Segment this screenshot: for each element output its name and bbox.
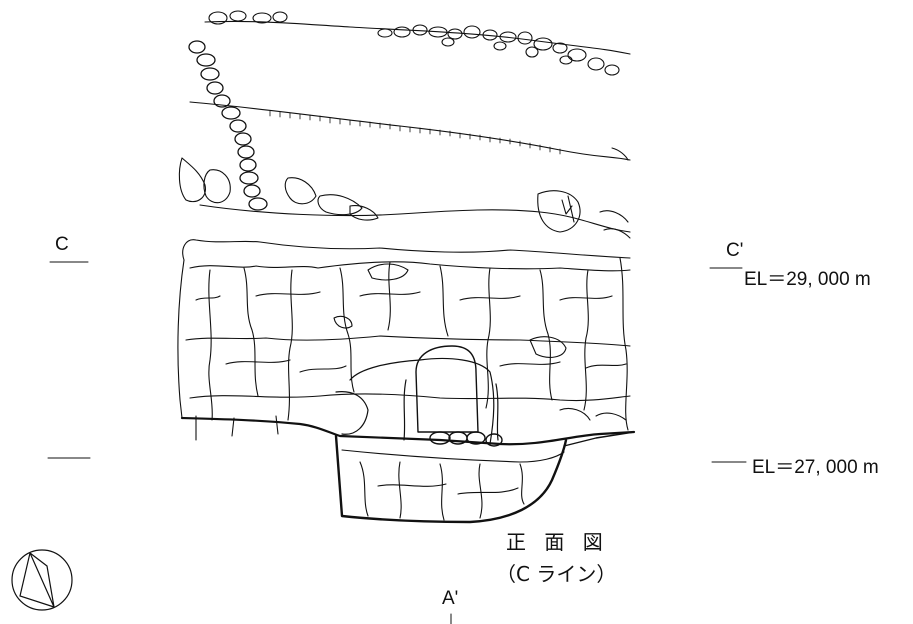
- top-stone-row: [208, 10, 620, 76]
- ground-right-line: [563, 431, 635, 447]
- section-label-c: C: [55, 234, 69, 255]
- band-line: [199, 204, 631, 233]
- top-ground-line: [204, 20, 631, 55]
- elevation-label-lower: EL＝27, 000 m: [752, 457, 879, 478]
- axis-label-a-prime: A': [442, 588, 459, 609]
- north-arrow-icon: [11, 549, 73, 611]
- elevation-label-upper: EL＝29, 000 m: [744, 269, 871, 290]
- drawing-subtitle: （C ライン）: [496, 562, 617, 586]
- trench-inner: [341, 449, 565, 521]
- central-niche: [335, 345, 503, 447]
- rock-mass: [177, 239, 631, 441]
- hachure-marks: [269, 110, 561, 155]
- stone-column: [188, 40, 268, 211]
- second-ground-line: [189, 101, 631, 161]
- drawing-title: 正 面 図: [506, 530, 603, 554]
- trench-outline: [334, 434, 568, 524]
- section-label-c-prime: C': [726, 240, 744, 261]
- upper-stones: [178, 147, 631, 239]
- ground-cut-line: [180, 416, 636, 446]
- niche-base-stones: [429, 431, 503, 447]
